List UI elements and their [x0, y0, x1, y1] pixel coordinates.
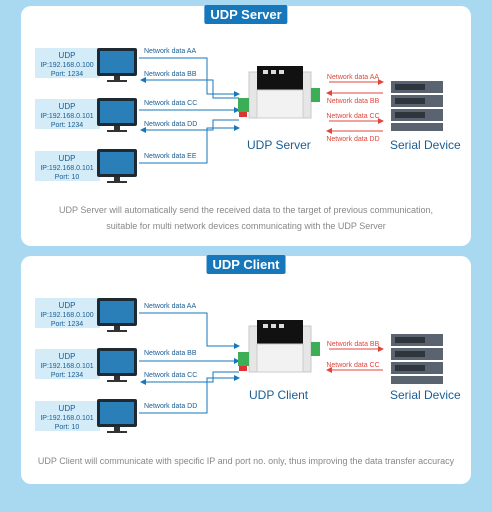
client-box-3: UDP IP:192.168.0.101 Port: 10: [35, 151, 100, 181]
monitor-icon: [97, 48, 137, 82]
udp-client-title: UDP Client: [206, 255, 286, 274]
monitor-icon: [97, 98, 137, 132]
client-box-2: UDP IP:192.168.0.101 Port: 1234: [35, 99, 100, 129]
client-box-3: UDP IP:192.168.0.101 Port: 10: [35, 401, 100, 431]
flow-label: Network data AA: [327, 74, 379, 81]
serial-device-label: Serial Device: [390, 388, 461, 402]
flow-label: Network data AA: [144, 48, 196, 55]
client-1-port: Port: 1234: [51, 71, 83, 78]
gateway-label: UDP Server: [247, 138, 311, 152]
udp-server-title: UDP Server: [204, 5, 288, 24]
flow-label: Network data CC: [144, 100, 197, 107]
client-3-port: Port: 10: [55, 174, 80, 181]
client-2-port: Port: 1234: [51, 372, 83, 379]
monitor-icon: [97, 149, 137, 183]
client-2-port: Port: 1234: [51, 122, 83, 129]
gateway-label: UDP Client: [249, 388, 309, 402]
client-3-ip: IP:192.168.0.101: [40, 165, 93, 172]
udp-client-diagram: UDP IP:192.168.0.100 Port: 1234 UDP IP:1…: [35, 298, 443, 433]
server-caption-line-1: UDP Server will automatically send the r…: [58, 205, 434, 215]
client-1-ip: IP:192.168.0.100: [40, 312, 93, 319]
flow-label: Network data BB: [144, 71, 197, 78]
client-caption: UDP Client will communicate with specifi…: [37, 456, 455, 466]
server-caption-line-2: suitable for multi network devices commu…: [106, 221, 386, 231]
serial-device-icon: [391, 334, 443, 384]
client-1-name: UDP: [59, 301, 76, 310]
client-box-1: UDP IP:192.168.0.100 Port: 1234: [35, 298, 100, 328]
flow-label: Network data DD: [144, 403, 197, 410]
client-2-name: UDP: [59, 352, 76, 361]
client-1-ip: IP:192.168.0.100: [40, 62, 93, 69]
flow-label: Network data AA: [144, 303, 196, 310]
client-1-port: Port: 1234: [51, 321, 83, 328]
udp-server-diagram: UDP IP:192.168.0.100 Port: 1234 UDP IP:1…: [35, 48, 443, 183]
flow-label: Network data CC: [326, 362, 379, 369]
monitor-icon: [97, 298, 137, 332]
flow-label: Network data EE: [144, 153, 197, 160]
flow-label: Network data BB: [327, 341, 380, 348]
monitor-icon: [97, 348, 137, 382]
flow-label: Network data CC: [326, 113, 379, 120]
client-2-name: UDP: [59, 102, 76, 111]
client-box-2: UDP IP:192.168.0.101 Port: 1234: [35, 349, 100, 379]
client-3-name: UDP: [59, 404, 76, 413]
serial-device-icon: [391, 81, 443, 131]
udp-server-panel: UDP Server UDP IP:192.168.0.100 Port: 12…: [21, 5, 471, 246]
flow-label: Network data DD: [144, 121, 197, 128]
client-3-ip: IP:192.168.0.101: [40, 415, 93, 422]
udp-client-panel: UDP Client UDP IP:192.168.0.100 Port: 12…: [21, 255, 471, 484]
client-1-name: UDP: [59, 51, 76, 60]
flow-label: Network data CC: [144, 372, 197, 379]
client-3-port: Port: 10: [55, 424, 80, 431]
monitor-icon: [97, 399, 137, 433]
client-box-1: UDP IP:192.168.0.100 Port: 1234: [35, 48, 100, 78]
client-3-name: UDP: [59, 154, 76, 163]
serial-device-label: Serial Device: [390, 138, 461, 152]
flow-label: Network data DD: [326, 136, 379, 143]
client-2-ip: IP:192.168.0.101: [40, 113, 93, 120]
flow-label: Network data BB: [144, 350, 197, 357]
flow-label: Network data BB: [327, 98, 380, 105]
client-2-ip: IP:192.168.0.101: [40, 363, 93, 370]
gateway-device-icon: [238, 66, 320, 119]
gateway-device-icon: [238, 320, 320, 373]
